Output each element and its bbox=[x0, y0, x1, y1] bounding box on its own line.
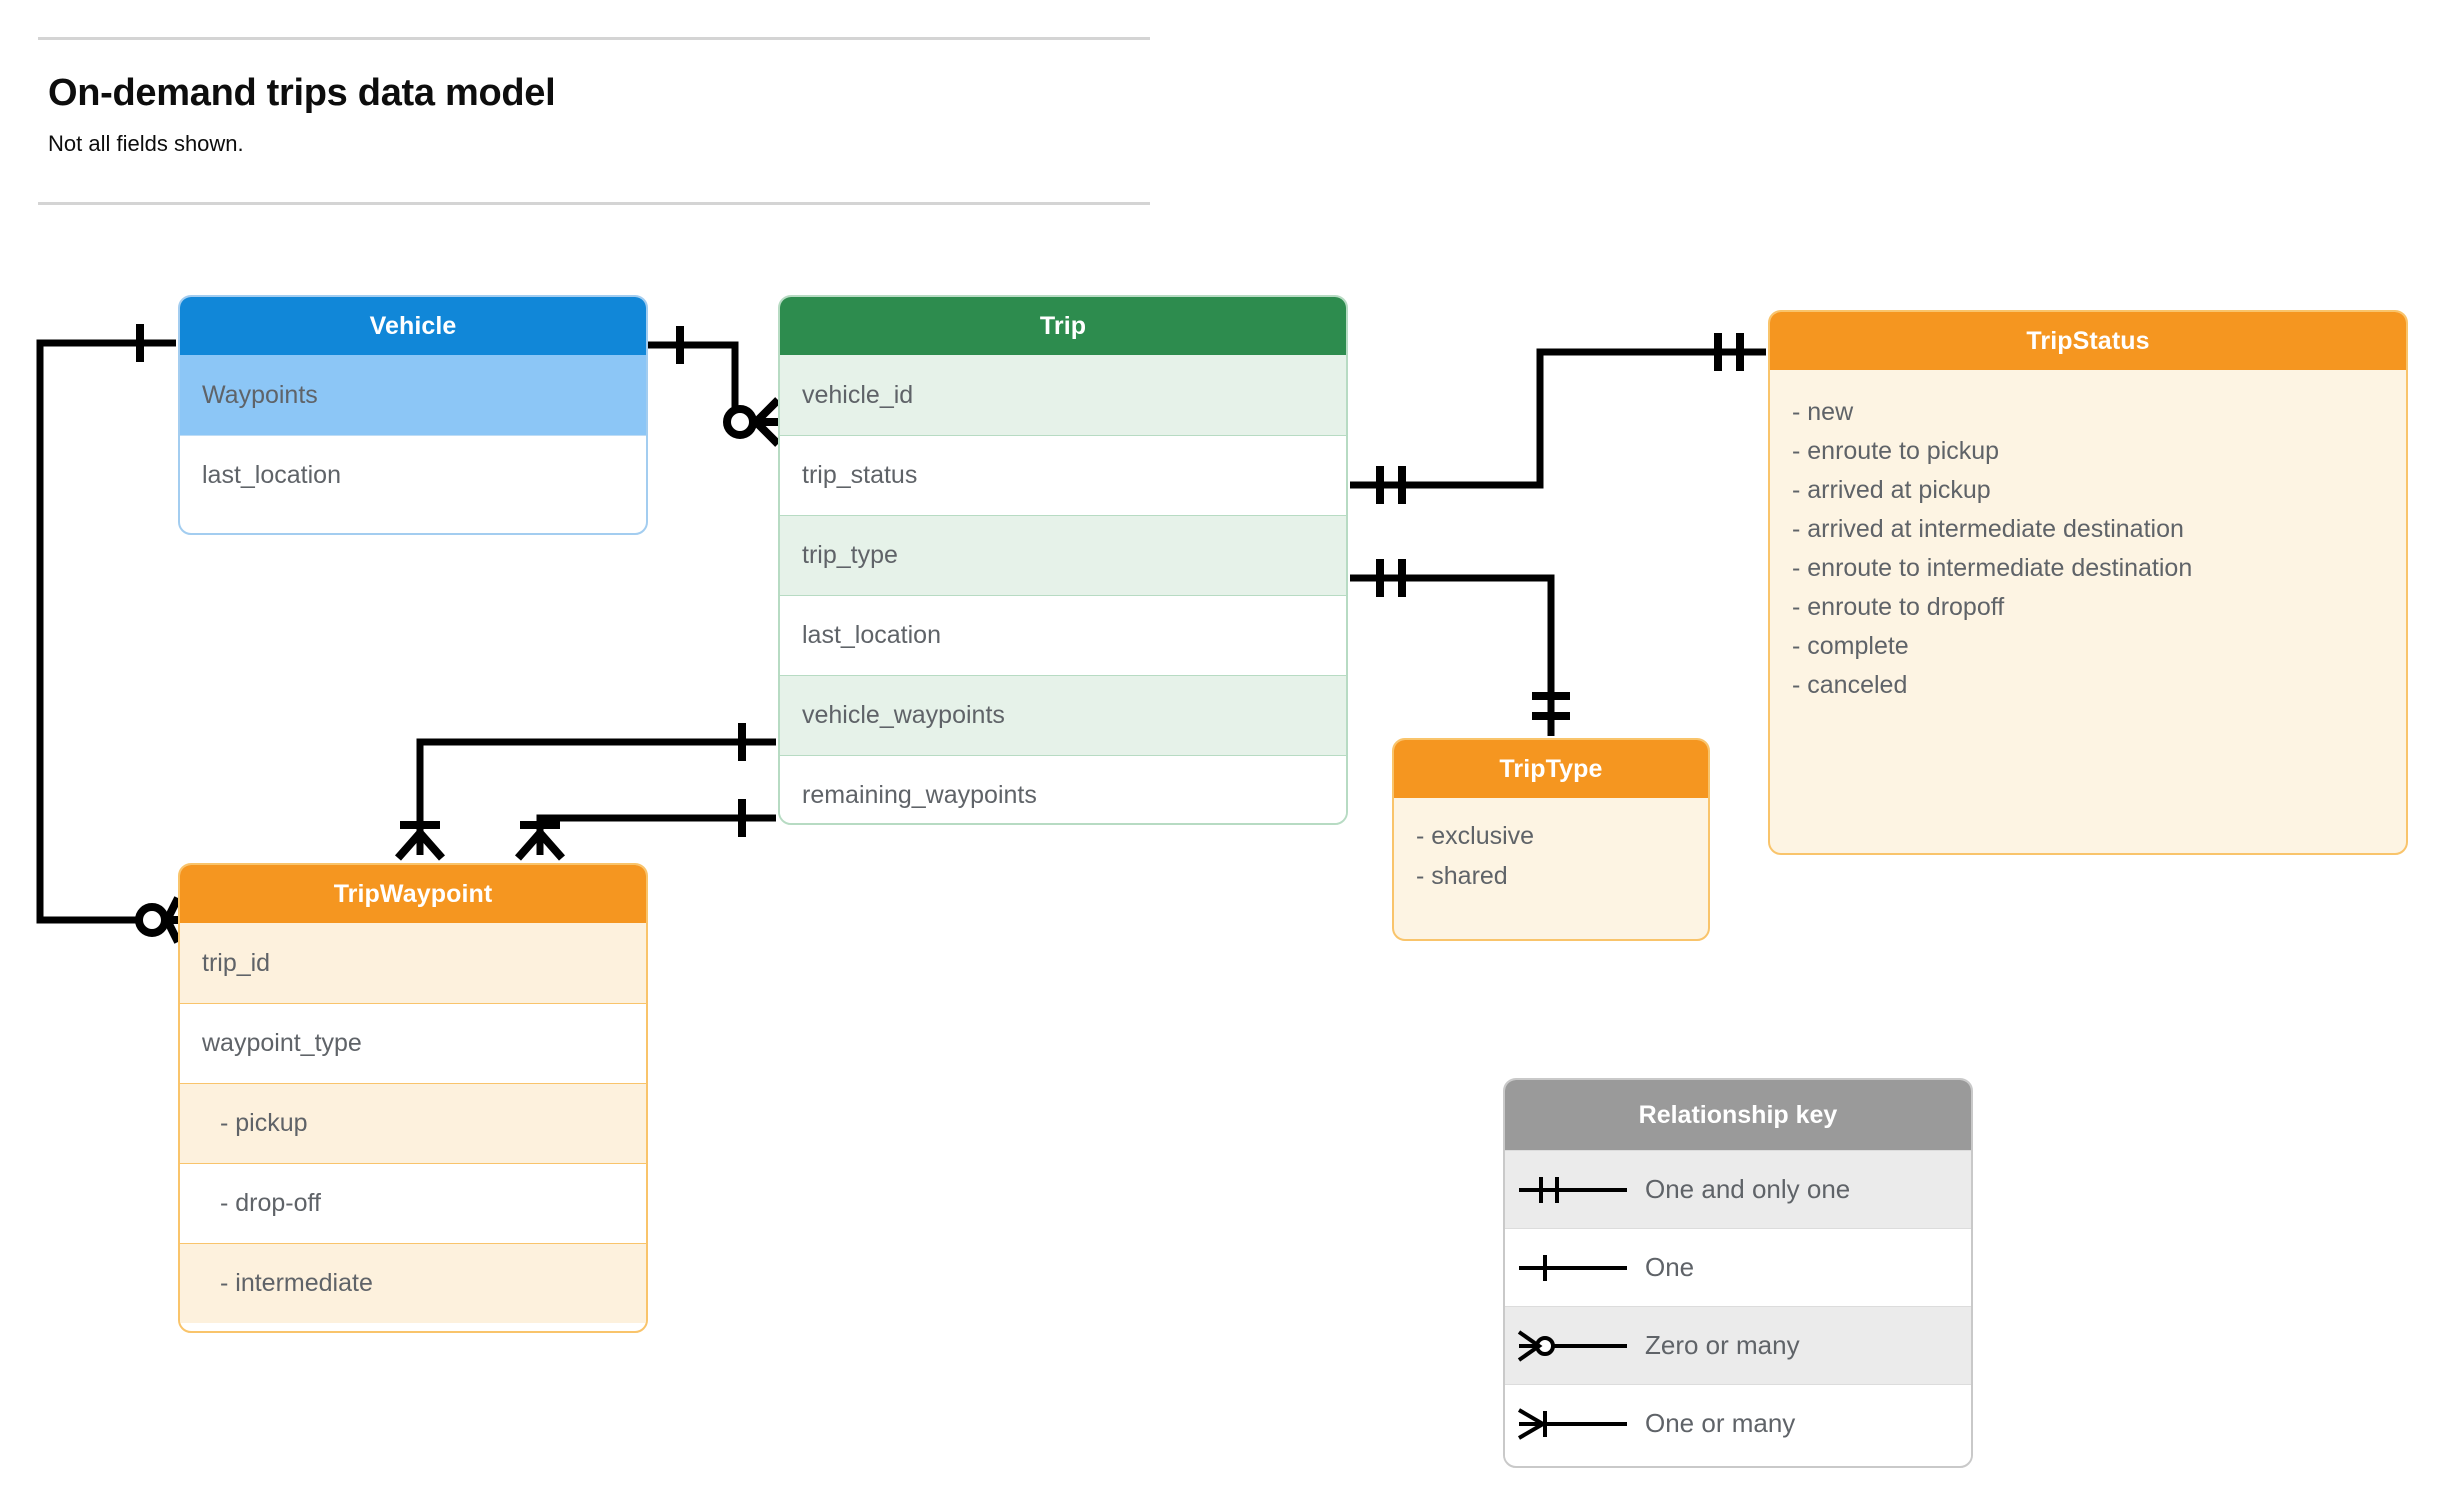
entity-trip-fields: vehicle_id trip_status trip_type last_lo… bbox=[780, 355, 1346, 823]
relationship-key-legend: Relationship key One and only one bbox=[1503, 1078, 1973, 1468]
entity-trip-type-title: TripType bbox=[1394, 740, 1708, 798]
zero-or-many-icon bbox=[1505, 1326, 1645, 1366]
field-row[interactable]: last_location bbox=[180, 435, 646, 515]
field-row[interactable]: trip_status bbox=[780, 435, 1346, 515]
field-row[interactable]: trip_type bbox=[780, 515, 1346, 595]
legend-row-one-and-only-one: One and only one bbox=[1505, 1150, 1971, 1228]
legend-label: One bbox=[1645, 1252, 1695, 1282]
legend-title: Relationship key bbox=[1505, 1080, 1971, 1150]
field-row[interactable]: last_location bbox=[780, 595, 1346, 675]
one-and-only-one-icon bbox=[1505, 1170, 1645, 1210]
header-bottom-rule bbox=[38, 202, 1150, 205]
legend-row-zero-or-many: Zero or many bbox=[1505, 1306, 1971, 1384]
entity-trip-type-values: - exclusive - shared bbox=[1394, 798, 1708, 899]
entity-vehicle[interactable]: Vehicle Waypoints last_location bbox=[178, 295, 648, 535]
entity-trip-waypoint-title: TripWaypoint bbox=[180, 865, 646, 923]
entity-trip-status[interactable]: TripStatus - new - enroute to pickup - a… bbox=[1768, 310, 2408, 855]
list-item: - exclusive bbox=[1416, 822, 1535, 850]
list-item: - arrived at pickup bbox=[1792, 476, 1991, 504]
legend-row-one: One bbox=[1505, 1228, 1971, 1306]
header-top-rule bbox=[38, 37, 1150, 40]
list-item: - canceled bbox=[1792, 671, 1908, 699]
entity-trip-title: Trip bbox=[780, 297, 1346, 355]
entity-trip-type[interactable]: TripType - exclusive - shared bbox=[1392, 738, 1710, 941]
entity-vehicle-title: Vehicle bbox=[180, 297, 646, 355]
legend-label: One and only one bbox=[1645, 1174, 1851, 1204]
field-row[interactable]: remaining_waypoints bbox=[780, 755, 1346, 823]
field-row[interactable]: vehicle_waypoints bbox=[780, 675, 1346, 755]
list-item: - shared bbox=[1416, 861, 1508, 890]
page-title: On-demand trips data model bbox=[48, 72, 556, 114]
entity-trip-waypoint[interactable]: TripWaypoint trip_id waypoint_type - pic… bbox=[178, 863, 648, 1333]
list-item: - enroute to dropoff bbox=[1792, 593, 2005, 621]
one-or-many-icon bbox=[1505, 1404, 1645, 1444]
page-subtitle: Not all fields shown. bbox=[48, 131, 244, 156]
legend-label: Zero or many bbox=[1645, 1330, 1800, 1360]
list-item: - arrived at intermediate destination bbox=[1792, 515, 2184, 543]
list-item: - new bbox=[1792, 398, 1854, 426]
legend-label: One or many bbox=[1645, 1408, 1796, 1438]
legend-row-one-or-many: One or many bbox=[1505, 1384, 1971, 1462]
entity-trip-status-values: - new - enroute to pickup - arrived at p… bbox=[1770, 370, 2406, 708]
entity-trip-waypoint-fields: trip_id waypoint_type - pickup - drop-of… bbox=[180, 923, 646, 1323]
field-row[interactable]: trip_id bbox=[180, 923, 646, 1003]
field-row[interactable]: Waypoints bbox=[180, 355, 646, 435]
field-row[interactable]: waypoint_type bbox=[180, 1003, 646, 1083]
entity-vehicle-fields: Waypoints last_location bbox=[180, 355, 646, 515]
field-row[interactable]: vehicle_id bbox=[780, 355, 1346, 435]
entity-trip[interactable]: Trip vehicle_id trip_status trip_type la… bbox=[778, 295, 1348, 825]
one-icon bbox=[1505, 1248, 1645, 1288]
field-row[interactable]: - drop-off bbox=[180, 1163, 646, 1243]
list-item: - enroute to pickup bbox=[1792, 437, 2000, 465]
field-row[interactable]: - intermediate bbox=[180, 1243, 646, 1323]
list-item: - enroute to intermediate destination bbox=[1792, 554, 2193, 582]
list-item: - complete bbox=[1792, 632, 1909, 660]
field-row[interactable]: - pickup bbox=[180, 1083, 646, 1163]
entity-trip-status-title: TripStatus bbox=[1770, 312, 2406, 370]
